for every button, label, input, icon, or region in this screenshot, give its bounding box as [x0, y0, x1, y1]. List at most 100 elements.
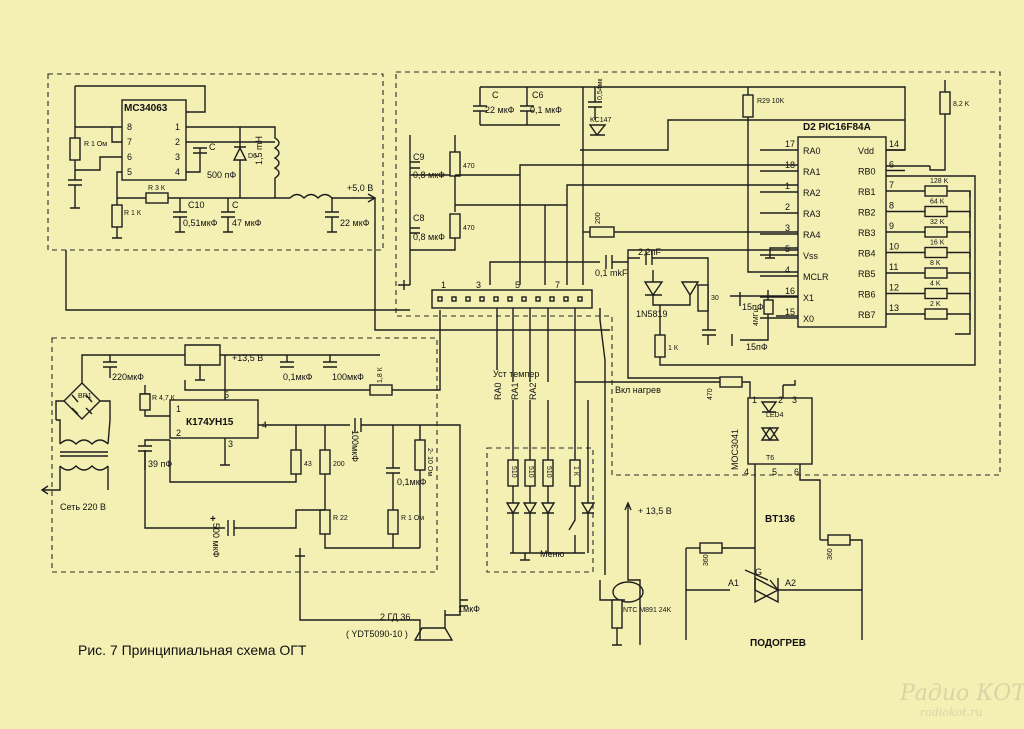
svg-text:R 1 Ом: R 1 Ом [84, 141, 107, 148]
svg-text:2: 2 [778, 395, 783, 405]
mcu-pin-num: 10 [889, 242, 899, 252]
connector-pin [493, 296, 499, 302]
svg-text:2: 2 [175, 137, 180, 147]
r-1k [111, 204, 123, 228]
r-4k7 [139, 393, 151, 411]
mcu-pin-name: RA1 [803, 167, 821, 177]
mcu-pin-name: RA4 [803, 230, 821, 240]
connector-pin-num: 3 [476, 280, 481, 290]
svg-text:+: + [210, 514, 216, 525]
svg-text:1: 1 [175, 122, 180, 132]
amp-block: К174УН15 5 1 2 3 4 +13,5 В 220мкФ 0,1мкФ… [40, 310, 461, 610]
led-resistor-label: 510 [527, 466, 534, 478]
svg-text:2- 10 Ом: 2- 10 Ом [426, 448, 433, 476]
mcu-pin-name: RB2 [858, 208, 876, 218]
connector-pin [535, 296, 541, 302]
svg-text:4МГц: 4МГц [753, 308, 760, 326]
led-input-label: RA0 [493, 382, 503, 400]
mcu-pin-num: 6 [889, 160, 894, 170]
svg-text:6: 6 [794, 467, 799, 477]
mcu-pin-num: 2 [785, 202, 790, 212]
svg-text:5: 5 [772, 467, 777, 477]
svg-text:8: 8 [127, 122, 132, 132]
mcu-pin-num: 11 [889, 262, 898, 272]
mcu-pin-num: 9 [889, 221, 894, 231]
rb-resistor-label: 4 K [930, 281, 941, 288]
svg-text:LED4: LED4 [766, 412, 784, 419]
mcu-pin-name: RB5 [858, 269, 876, 279]
svg-text:Сеть 220 В: Сеть 220 В [60, 502, 106, 512]
svg-text:1: 1 [752, 395, 757, 405]
mcu-pin-name: X0 [803, 314, 814, 324]
mcu-pin-name: Vss [803, 251, 819, 261]
heater-label: ПОДОГРЕВ [750, 638, 806, 649]
svg-text:0,1 mkF: 0,1 mkF [595, 268, 628, 278]
svg-text:0,54мк: 0,54мк [597, 78, 604, 100]
svg-text:C: C [492, 90, 499, 100]
connector-pin [465, 296, 471, 302]
svg-text:200: 200 [595, 212, 602, 224]
r-1ohm [69, 137, 81, 161]
svg-text:3: 3 [175, 152, 180, 162]
led-resistor-label: 510 [545, 466, 552, 478]
rb-resistor-label: 32 K [930, 219, 945, 226]
svg-text:8,2 K: 8,2 K [953, 101, 970, 108]
menu-label: Меню [540, 549, 565, 559]
r-200 [589, 226, 615, 238]
svg-text:0,8 мкФ: 0,8 мкФ [413, 232, 445, 242]
mcu-pin-num: 8 [889, 201, 894, 211]
svg-text:R 1 Ом: R 1 Ом [401, 515, 424, 522]
power-module-boundary [47, 73, 384, 251]
r-470b [449, 213, 461, 239]
pic-label: D2 PIC16F84A [803, 122, 871, 133]
svg-text:R 1 К: R 1 К [124, 210, 142, 217]
connector-pin [437, 296, 443, 302]
moc-label: MOC3041 [730, 429, 740, 470]
svg-text:500 мкФ: 500 мкФ [211, 523, 221, 558]
watermark-brand: Радио КОТ [899, 681, 1024, 706]
rb-resistor [924, 246, 948, 259]
svg-text:C9: C9 [413, 152, 425, 162]
svg-text:360: 360 [703, 554, 710, 566]
svg-text:C: C [209, 142, 216, 152]
connector-pin-num: 1 [441, 280, 446, 290]
svg-text:R 4,7 К: R 4,7 К [152, 395, 176, 402]
svg-text:T6: T6 [766, 455, 774, 462]
mcu-module-boundary [395, 71, 1001, 476]
thermistor-block: + 13,5 В NTC M891 24K [599, 501, 672, 646]
mcu-pin-name: RA0 [803, 146, 821, 156]
r-200-amp [319, 449, 331, 475]
svg-text:+ 13,5 В: + 13,5 В [638, 506, 672, 516]
mcu-pin-name: Vdd [858, 146, 874, 156]
svg-text:4: 4 [744, 467, 749, 477]
svg-text:100мкФ: 100мкФ [332, 372, 364, 382]
connector-pin [451, 296, 457, 302]
rb-resistor [924, 185, 948, 197]
r-30 [697, 284, 709, 312]
svg-text:R 22: R 22 [333, 515, 348, 522]
svg-text:39 пФ: 39 пФ [148, 459, 172, 469]
mcu-pin-num: 13 [889, 303, 899, 313]
rb-resistor [924, 308, 948, 320]
svg-text:0,1мкФ: 0,1мкФ [283, 372, 313, 382]
mcu-pin-name: RA2 [803, 188, 821, 198]
r-8k2 [939, 91, 951, 115]
svg-text:0,8 мкФ: 0,8 мкФ [413, 170, 445, 180]
ntc-resistor [611, 599, 623, 629]
svg-text:NTC M891 24K: NTC M891 24K [623, 607, 672, 614]
r-1k-mcu [654, 334, 666, 358]
svg-text:+13,5 В: +13,5 В [232, 353, 263, 363]
svg-text:1,5 mH: 1,5 mH [254, 136, 264, 165]
svg-text:G: G [755, 567, 762, 577]
svg-text:3: 3 [792, 395, 797, 405]
r-43 [290, 449, 302, 475]
r29 [742, 94, 754, 118]
connector-pin [563, 296, 569, 302]
rb-resistor [924, 287, 948, 300]
svg-text:500 пФ: 500 пФ [207, 170, 236, 180]
pic16f84a-chip [797, 136, 887, 328]
